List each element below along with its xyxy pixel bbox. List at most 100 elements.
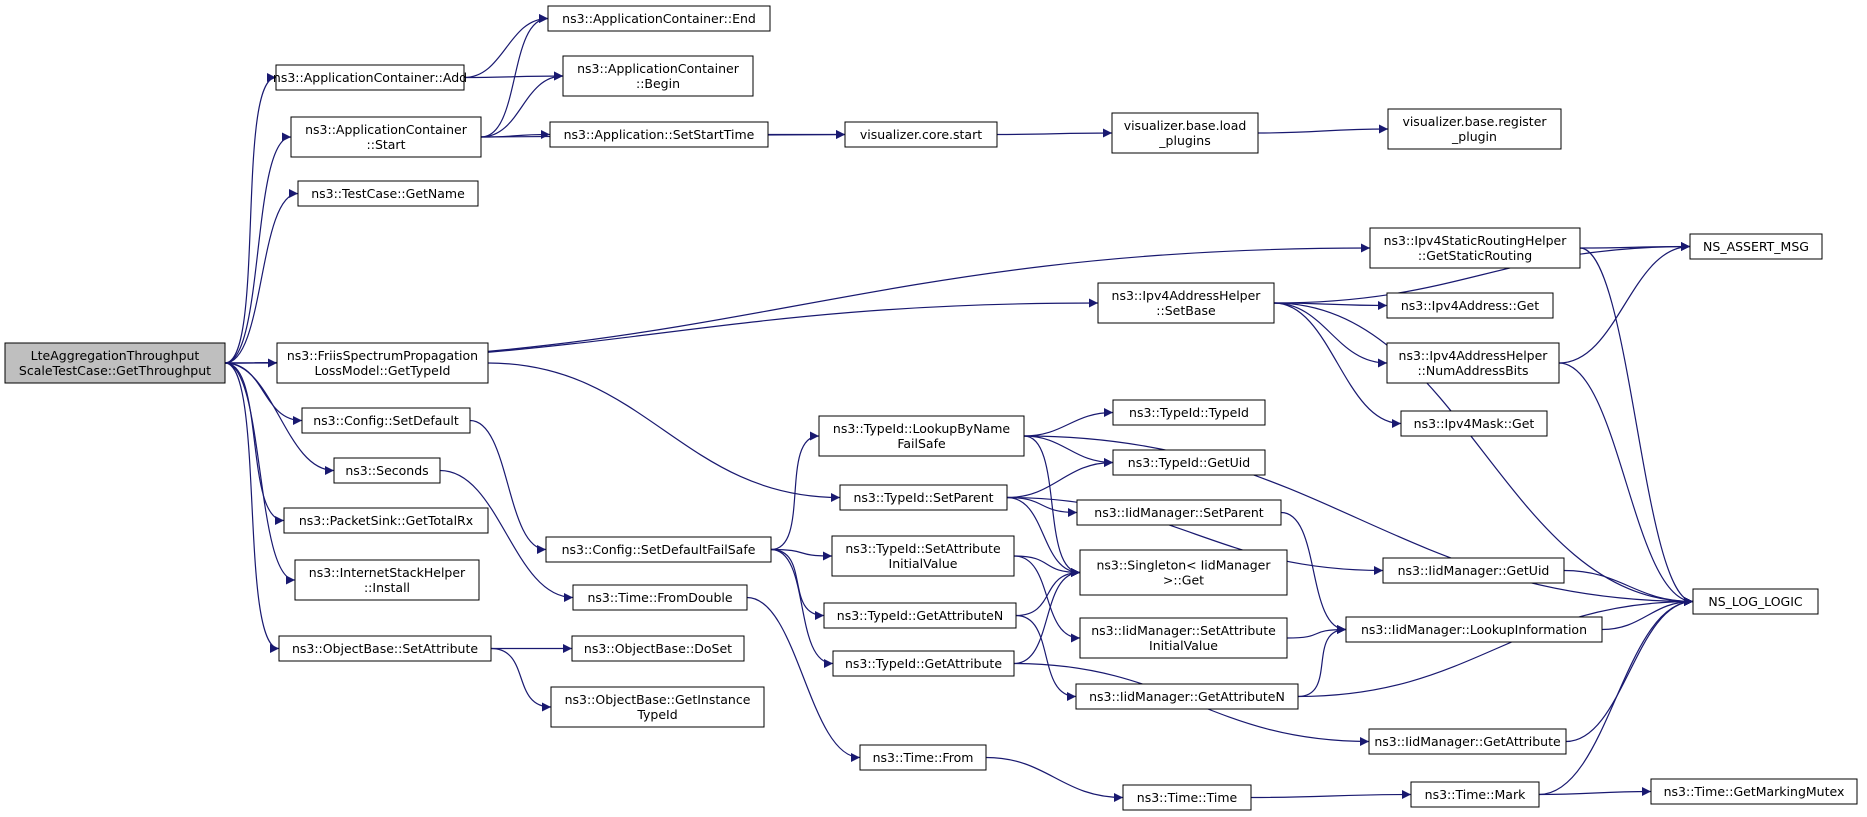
- call-edge-typeIdSetParent-to-singletonGet: [1006, 496, 1081, 577]
- function-node-appStart[interactable]: ns3::ApplicationContainer::Start: [290, 116, 482, 158]
- function-node-singletonGet[interactable]: ns3::Singleton< IidManager>::Get: [1079, 549, 1288, 596]
- function-node-lookupInfo[interactable]: ns3::IidManager::LookupInformation: [1345, 616, 1603, 643]
- node-label-line: ns3::ApplicationContainer: [305, 122, 468, 137]
- call-edge-setAttrInit-to-singletonGet: [1013, 555, 1081, 577]
- call-edge-typeIdSetParent-to-iidGetUid: [1006, 496, 1384, 575]
- function-node-timeMark[interactable]: ns3::Time::Mark: [1410, 781, 1540, 808]
- node-label-line: ns3::IidManager::GetAttributeN: [1089, 689, 1285, 704]
- function-node-doSet[interactable]: ns3::ObjectBase::DoSet: [571, 635, 745, 662]
- function-node-cfgSetDefaultFS[interactable]: ns3::Config::SetDefaultFailSafe: [545, 536, 772, 563]
- function-node-nsAssert[interactable]: NS_ASSERT_MSG: [1689, 233, 1823, 260]
- function-node-getAttr[interactable]: ns3::TypeId::GetAttribute: [832, 650, 1015, 677]
- call-edge-cfgSetDefault-to-cfgSetDefaultFS: [469, 419, 547, 554]
- call-edge-appAdd-to-appBegin: [463, 71, 564, 81]
- function-node-install[interactable]: ns3::InternetStackHelper::Install: [294, 559, 480, 601]
- call-edge-cfgSetDefaultFS-to-getAttrN: [770, 548, 825, 620]
- function-node-vizReg[interactable]: visualizer.base.register_plugin: [1387, 108, 1562, 150]
- function-node-friis[interactable]: ns3::FriisSpectrumPropagationLossModel::…: [276, 342, 489, 384]
- node-label-line: ns3::FriisSpectrumPropagation: [287, 348, 478, 363]
- node-box: [1345, 616, 1603, 643]
- function-node-iidSetAttrInit[interactable]: ns3::IidManager::SetAttributeInitialValu…: [1079, 617, 1288, 659]
- node-box: [1097, 282, 1275, 324]
- call-edge-setBase-to-nsLogLogic: [1273, 302, 1694, 606]
- node-label-line: ns3::InternetStackHelper: [309, 565, 466, 580]
- node-label-line: ns3::Ipv4Address::Get: [1401, 298, 1539, 313]
- node-box: [1692, 588, 1819, 615]
- node-label-line: ns3::Config::SetDefault: [313, 413, 459, 428]
- node-box: [839, 484, 1008, 511]
- function-node-fromDouble[interactable]: ns3::Time::FromDouble: [572, 584, 748, 611]
- function-node-iidGetAttrN[interactable]: ns3::IidManager::GetAttributeN: [1075, 683, 1299, 710]
- function-node-setAttribute[interactable]: ns3::ObjectBase::SetAttribute: [278, 635, 492, 662]
- node-label-line: ns3::IidManager::GetUid: [1398, 563, 1550, 578]
- node-label-line: ns3::PacketSink::GetTotalRx: [299, 513, 473, 528]
- call-edge-getAttr-to-singletonGet: [1013, 568, 1081, 665]
- function-node-vizLoad[interactable]: visualizer.base.load_plugins: [1111, 112, 1259, 154]
- function-node-getStaticRouting[interactable]: ns3::Ipv4StaticRoutingHelper::GetStaticR…: [1369, 227, 1581, 269]
- call-edge-getAttrN-to-singletonGet: [1015, 568, 1081, 617]
- function-node-appBegin[interactable]: ns3::ApplicationContainer::Begin: [562, 55, 754, 97]
- node-box: [550, 686, 765, 728]
- node-label-line: ns3::ApplicationContainer::Add: [273, 70, 467, 85]
- call-edge-root-to-getName: [224, 189, 299, 364]
- call-edge-cfgSetDefaultFS-to-setAttrInit: [770, 548, 833, 561]
- node-box: [1369, 227, 1581, 269]
- node-box: [278, 635, 492, 662]
- function-node-ipv4AddrGet[interactable]: ns3::Ipv4Address::Get: [1386, 292, 1554, 319]
- node-box: [301, 407, 471, 434]
- node-label-line: ns3::TypeId::GetAttribute: [845, 656, 1002, 671]
- node-label-line: ns3::Seconds: [345, 463, 428, 478]
- node-box: [1386, 292, 1554, 319]
- function-node-setStartTime[interactable]: ns3::Application::SetStartTime: [549, 121, 769, 148]
- function-node-appAdd[interactable]: ns3::ApplicationContainer::Add: [273, 64, 467, 91]
- function-node-seconds[interactable]: ns3::Seconds: [333, 457, 441, 484]
- function-node-getMarkingMutex[interactable]: ns3::Time::GetMarkingMutex: [1650, 778, 1858, 805]
- node-label-line: _plugin: [1451, 129, 1497, 144]
- call-edge-root-to-seconds: [224, 362, 335, 475]
- node-box: [1382, 557, 1565, 584]
- function-node-typeIdSetParent[interactable]: ns3::TypeId::SetParent: [839, 484, 1008, 511]
- node-box: [844, 121, 998, 148]
- node-box: [1400, 410, 1548, 437]
- node-label-line: ns3::Application::SetStartTime: [564, 127, 755, 142]
- call-edge-lookupByName-to-nsLogLogic: [1023, 435, 1694, 606]
- node-label-line: ns3::Time::GetMarkingMutex: [1664, 784, 1845, 799]
- call-edge-iidSetAttrInit-to-lookupInfo: [1286, 625, 1347, 639]
- function-node-cfgSetDefault[interactable]: ns3::Config::SetDefault: [301, 407, 471, 434]
- call-edge-fromDouble-to-timeFrom: [746, 596, 861, 762]
- function-node-nsLogLogic[interactable]: NS_LOG_LOGIC: [1692, 588, 1819, 615]
- function-node-numAddrBits[interactable]: ns3::Ipv4AddressHelper::NumAddressBits: [1386, 342, 1560, 384]
- function-node-getName[interactable]: ns3::TestCase::GetName: [297, 180, 479, 207]
- node-label-line: LteAggregationThroughput: [31, 348, 200, 363]
- function-node-getAttrN[interactable]: ns3::TypeId::GetAttributeN: [823, 602, 1017, 629]
- node-box: [275, 64, 465, 91]
- node-label-line: ns3::Time::From: [873, 750, 974, 765]
- function-node-iidGetUid[interactable]: ns3::IidManager::GetUid: [1382, 557, 1565, 584]
- function-node-setBase[interactable]: ns3::Ipv4AddressHelper::SetBase: [1097, 282, 1275, 324]
- function-node-appEnd[interactable]: ns3::ApplicationContainer::End: [547, 5, 771, 32]
- function-node-iidSetParent[interactable]: ns3::IidManager::SetParent: [1076, 499, 1282, 526]
- function-node-ipv4MaskGet[interactable]: ns3::Ipv4Mask::Get: [1400, 410, 1548, 437]
- function-node-typeIdTypeId[interactable]: ns3::TypeId::TypeId: [1112, 399, 1266, 426]
- function-node-typeIdGetUid[interactable]: ns3::TypeId::GetUid: [1112, 449, 1266, 476]
- call-edge-lookupByName-to-typeIdGetUid: [1023, 435, 1114, 467]
- node-label-line: ns3::Ipv4Mask::Get: [1414, 416, 1535, 431]
- node-box: [283, 507, 489, 534]
- function-node-vizStart[interactable]: visualizer.core.start: [844, 121, 998, 148]
- node-label-line: ns3::TypeId::GetAttributeN: [837, 608, 1003, 623]
- node-box: [832, 650, 1015, 677]
- node-box: [549, 121, 769, 148]
- function-node-getTotalRx[interactable]: ns3::PacketSink::GetTotalRx: [283, 507, 489, 534]
- node-label-line: ns3::TestCase::GetName: [311, 186, 465, 201]
- node-label-line: ns3::Ipv4StaticRoutingHelper: [1384, 233, 1568, 248]
- call-edge-appStart-to-appEnd: [480, 14, 549, 138]
- node-box: [1368, 728, 1567, 755]
- function-node-iidGetAttr[interactable]: ns3::IidManager::GetAttribute: [1368, 728, 1567, 755]
- call-edge-cfgSetDefaultFS-to-lookupByName: [770, 431, 820, 551]
- function-node-timeTime[interactable]: ns3::Time::Time: [1122, 784, 1252, 811]
- call-edge-setAttrInit-to-iidSetAttrInit: [1013, 555, 1081, 643]
- function-node-timeFrom[interactable]: ns3::Time::From: [859, 744, 987, 771]
